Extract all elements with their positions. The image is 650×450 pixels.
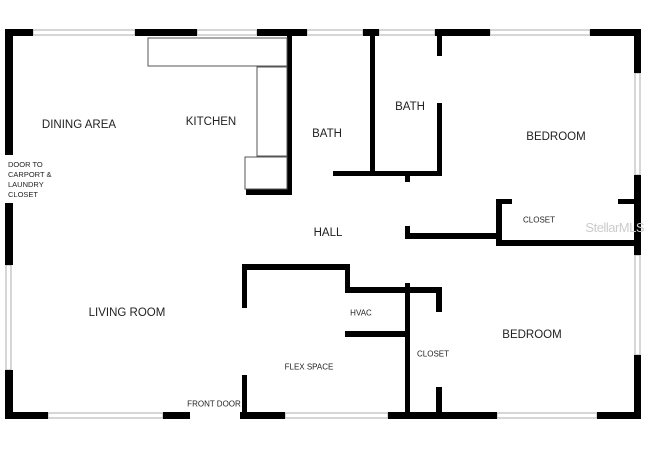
window xyxy=(5,264,12,371)
window xyxy=(32,29,136,36)
room-label-hvac: HVAC xyxy=(350,308,372,318)
note-line: CLOSET xyxy=(8,190,39,199)
window xyxy=(489,29,591,36)
window xyxy=(634,254,641,356)
walls xyxy=(5,29,641,419)
room-label-bedroom-1: BEDROOM xyxy=(526,131,586,143)
window xyxy=(306,29,364,36)
room-label-bedroom-2: BEDROOM xyxy=(502,329,562,341)
room-label-kitchen: KITCHEN xyxy=(185,116,237,128)
side-door-note: DOOR TO CARPORT & LAUNDRY CLOSET xyxy=(8,160,51,200)
room-label-closet-1: CLOSET xyxy=(522,215,556,225)
watermark: StellarMLS xyxy=(585,220,644,235)
room-label-closet-2: CLOSET xyxy=(416,349,450,359)
note-line: DOOR TO xyxy=(8,160,43,169)
room-label-flex-space: FLEX SPACE xyxy=(284,362,334,372)
window xyxy=(378,29,436,36)
window xyxy=(634,72,641,176)
room-label-hall: HALL xyxy=(313,227,343,239)
room-label-dining-area: DINING AREA xyxy=(41,119,117,131)
window xyxy=(196,29,258,36)
room-label-bath-1: BATH xyxy=(312,128,342,140)
window xyxy=(496,412,598,419)
room-label-living-room: LIVING ROOM xyxy=(88,307,166,319)
window xyxy=(47,412,164,419)
kitchen-counters xyxy=(147,37,288,190)
room-label-bath-2: BATH xyxy=(395,101,425,113)
note-line: CARPORT & xyxy=(8,170,52,179)
counter xyxy=(256,66,288,157)
front-door-label: FRONT DOOR xyxy=(187,399,241,409)
note-line: LAUNDRY xyxy=(8,180,44,189)
counter xyxy=(147,37,288,67)
counter xyxy=(244,156,288,190)
window xyxy=(284,412,389,419)
